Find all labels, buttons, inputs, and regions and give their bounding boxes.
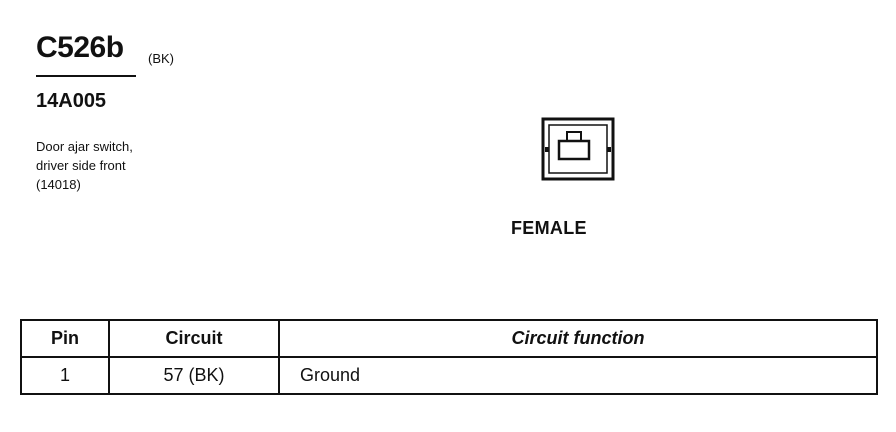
description-line: (14018) [36,177,81,192]
pinout-table: Pin Circuit Circuit function 1 57 (BK) G… [20,319,878,395]
column-header-circuit-function: Circuit function [278,319,878,358]
description-line: Door ajar switch, [36,139,133,154]
part-number: 14A005 [36,90,107,112]
connector-pin-cavity [557,139,591,161]
connector-id: C526b [36,31,124,64]
connector-pin-latch [566,131,582,142]
column-header-pin: Pin [20,319,110,358]
cell-circuit: 57 (BK) [108,356,280,395]
cell-pin: 1 [20,356,110,395]
connector-keyway-left [545,147,549,152]
table-row: 1 57 (BK) Ground [20,356,878,395]
connector-keyway-right [607,147,611,152]
cell-circuit-function: Ground [278,356,878,395]
connector-gender-label: FEMALE [511,218,587,238]
title-underline [36,75,136,77]
table-header-row: Pin Circuit Circuit function [20,319,878,358]
connector-face-diagram [541,117,615,181]
column-header-circuit: Circuit [108,319,280,358]
connector-color-code: (BK) [148,51,174,66]
connector-description: Door ajar switch, driver side front (140… [36,137,133,194]
description-line: driver side front [36,158,126,173]
connector-outer-shell [541,117,615,181]
